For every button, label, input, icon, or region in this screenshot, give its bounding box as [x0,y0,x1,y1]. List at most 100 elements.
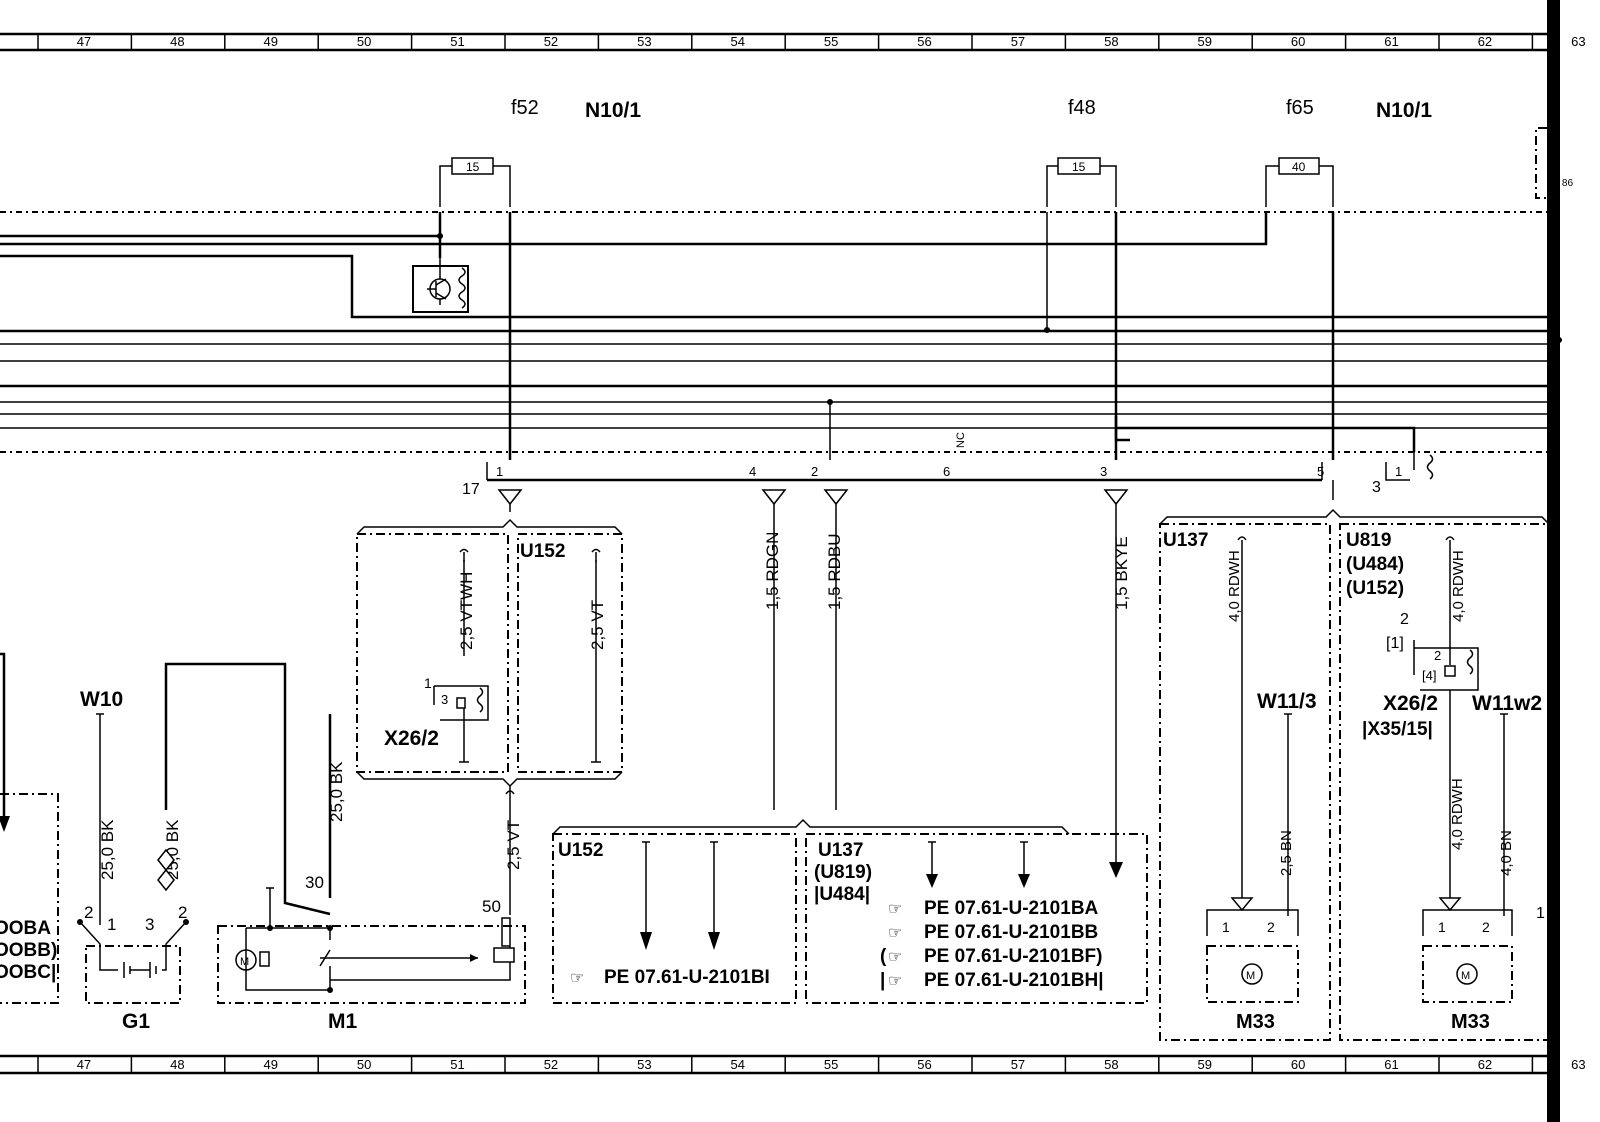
ruler-number: 63 [1571,1057,1585,1072]
svg-text:PE 07.61-U-2101BI: PE 07.61-U-2101BI [604,967,770,988]
ruler-number: 52 [544,34,558,49]
svg-text:2: 2 [84,903,93,922]
ruler-number: 50 [357,34,371,49]
page-edge-bar [1547,0,1560,1122]
svg-text:M: M [1461,970,1470,982]
ruler-number: 56 [917,1057,931,1072]
ruler-number: 62 [1478,34,1492,49]
ruler-number: 55 [824,34,838,49]
svg-text:OOBB): OOBB) [0,940,57,961]
ruler-number: 60 [1291,34,1305,49]
svg-text:50: 50 [482,897,501,916]
ruler-number: 57 [1011,1057,1025,1072]
wire-rdbu: 1,5 RDBU [825,533,844,610]
svg-text:15: 15 [466,160,480,174]
svg-text:U152: U152 [558,840,603,861]
svg-text:4,0 RDWH: 4,0 RDWH [1449,778,1466,850]
svg-text:X26/2: X26/2 [1383,692,1438,715]
ruler-number: 49 [264,34,278,49]
svg-text:M1: M1 [328,1010,357,1033]
svg-text:[4]: [4] [1422,668,1436,683]
fuse-label-f48: f48 [1068,97,1096,119]
svg-text:PE 07.61-U-2101BF): PE 07.61-U-2101BF) [924,946,1102,967]
ruler-number: 58 [1104,34,1118,49]
starter-m1: 30 50 M M1 [217,714,526,1033]
wire-rdgn: 1,5 RDGN [763,532,782,610]
ruler-number: 51 [450,34,464,49]
ruler-number: 59 [1198,34,1212,49]
ruler-number: 47 [77,34,91,49]
svg-text:U152: U152 [520,541,565,562]
svg-text:M: M [240,956,249,968]
svg-text:1: 1 [1536,905,1545,922]
ref-brace [552,818,1070,835]
variant-box-u152-left: U152 1 3 X26/2 [356,518,623,915]
svg-text:6: 6 [943,464,950,479]
svg-text:PE 07.61-U-2101BA: PE 07.61-U-2101BA [924,898,1099,919]
w10-wire [96,713,104,925]
svg-text:☞: ☞ [888,973,902,990]
motor-m33-left: 1 2 M M33 [1206,909,1299,1033]
fuse-label-f52: f52 [511,97,539,119]
svg-text:1: 1 [424,675,432,691]
svg-text:1: 1 [496,464,503,479]
svg-text:M33: M33 [1236,1011,1275,1033]
ruler-number: 62 [1478,1057,1492,1072]
svg-text:4,0 RDWH: 4,0 RDWH [1226,550,1243,622]
ruler-number: 52 [544,1057,558,1072]
svg-text:M: M [1246,970,1255,982]
transistor-symbol [412,258,469,313]
module-label-n10-1: N10/1 [585,99,641,122]
svg-text:U137: U137 [818,840,863,861]
svg-text:2: 2 [1267,919,1275,935]
svg-text:4,0 BN: 4,0 BN [1498,830,1515,876]
motor-m33-right: 1 2 M M33 [1422,909,1513,1033]
svg-text:2: 2 [811,464,818,479]
svg-text:W11/3: W11/3 [1257,690,1317,713]
svg-text:☞: ☞ [888,949,902,966]
svg-text:[1]: [1] [1386,635,1404,652]
variant-box-u137-right: U137 4,0 RDWH W11/3 2,5 BN U819 (U484) (… [1159,508,1550,1041]
wire-vt-2: 2,5 VT [504,820,523,870]
ruler-number: 59 [1198,1057,1212,1072]
wire-vt: 2,5 VT [588,600,607,650]
wire-vtwh: 2,5 VTWH [457,572,476,650]
svg-text:1: 1 [107,915,116,934]
internal-bus [0,205,1562,460]
svg-text:M33: M33 [1451,1011,1490,1033]
svg-text:1: 1 [1395,464,1402,479]
svg-text:4: 4 [749,464,756,479]
ruler-number: 54 [731,34,745,49]
fuse-f48: 15 [1046,157,1117,207]
svg-text:G1: G1 [122,1010,150,1033]
svg-text:2: 2 [178,903,187,922]
wire-bk-3: 25,0 BK [327,761,346,822]
svg-text:15: 15 [1072,160,1086,174]
svg-text:2: 2 [1434,648,1441,663]
connector-row: 17 1 4 2 6 3 5 3 1 [462,452,1434,878]
fuse-f65: 40 [1265,157,1334,207]
svg-text:☞: ☞ [888,901,902,918]
svg-text:☞: ☞ [888,925,902,942]
svg-text:40: 40 [1292,160,1306,174]
svg-text:2: 2 [1482,919,1490,935]
ruler-number: 57 [1011,34,1025,49]
ruler-number: 48 [170,1057,184,1072]
ruler-number: 63 [1571,34,1585,49]
ref-box-u152: U152 ☞ PE 07.61-U-2101BI [552,833,797,1004]
svg-text:2: 2 [1400,611,1409,628]
svg-text:X26/2: X26/2 [384,727,439,750]
svg-text:(U152): (U152) [1346,578,1404,599]
svg-text:|: | [880,970,885,991]
svg-text:1: 1 [1222,919,1230,935]
fuse-label-f65: f65 [1286,97,1314,119]
ruler-number: 50 [357,1057,371,1072]
svg-text:(U484): (U484) [1346,554,1404,575]
svg-text:3: 3 [1100,464,1107,479]
svg-text:W11w2: W11w2 [1472,692,1542,715]
svg-text:U819: U819 [1346,530,1391,551]
svg-text:30: 30 [305,873,324,892]
svg-text:PE 07.61-U-2101BH|: PE 07.61-U-2101BH| [924,970,1104,991]
